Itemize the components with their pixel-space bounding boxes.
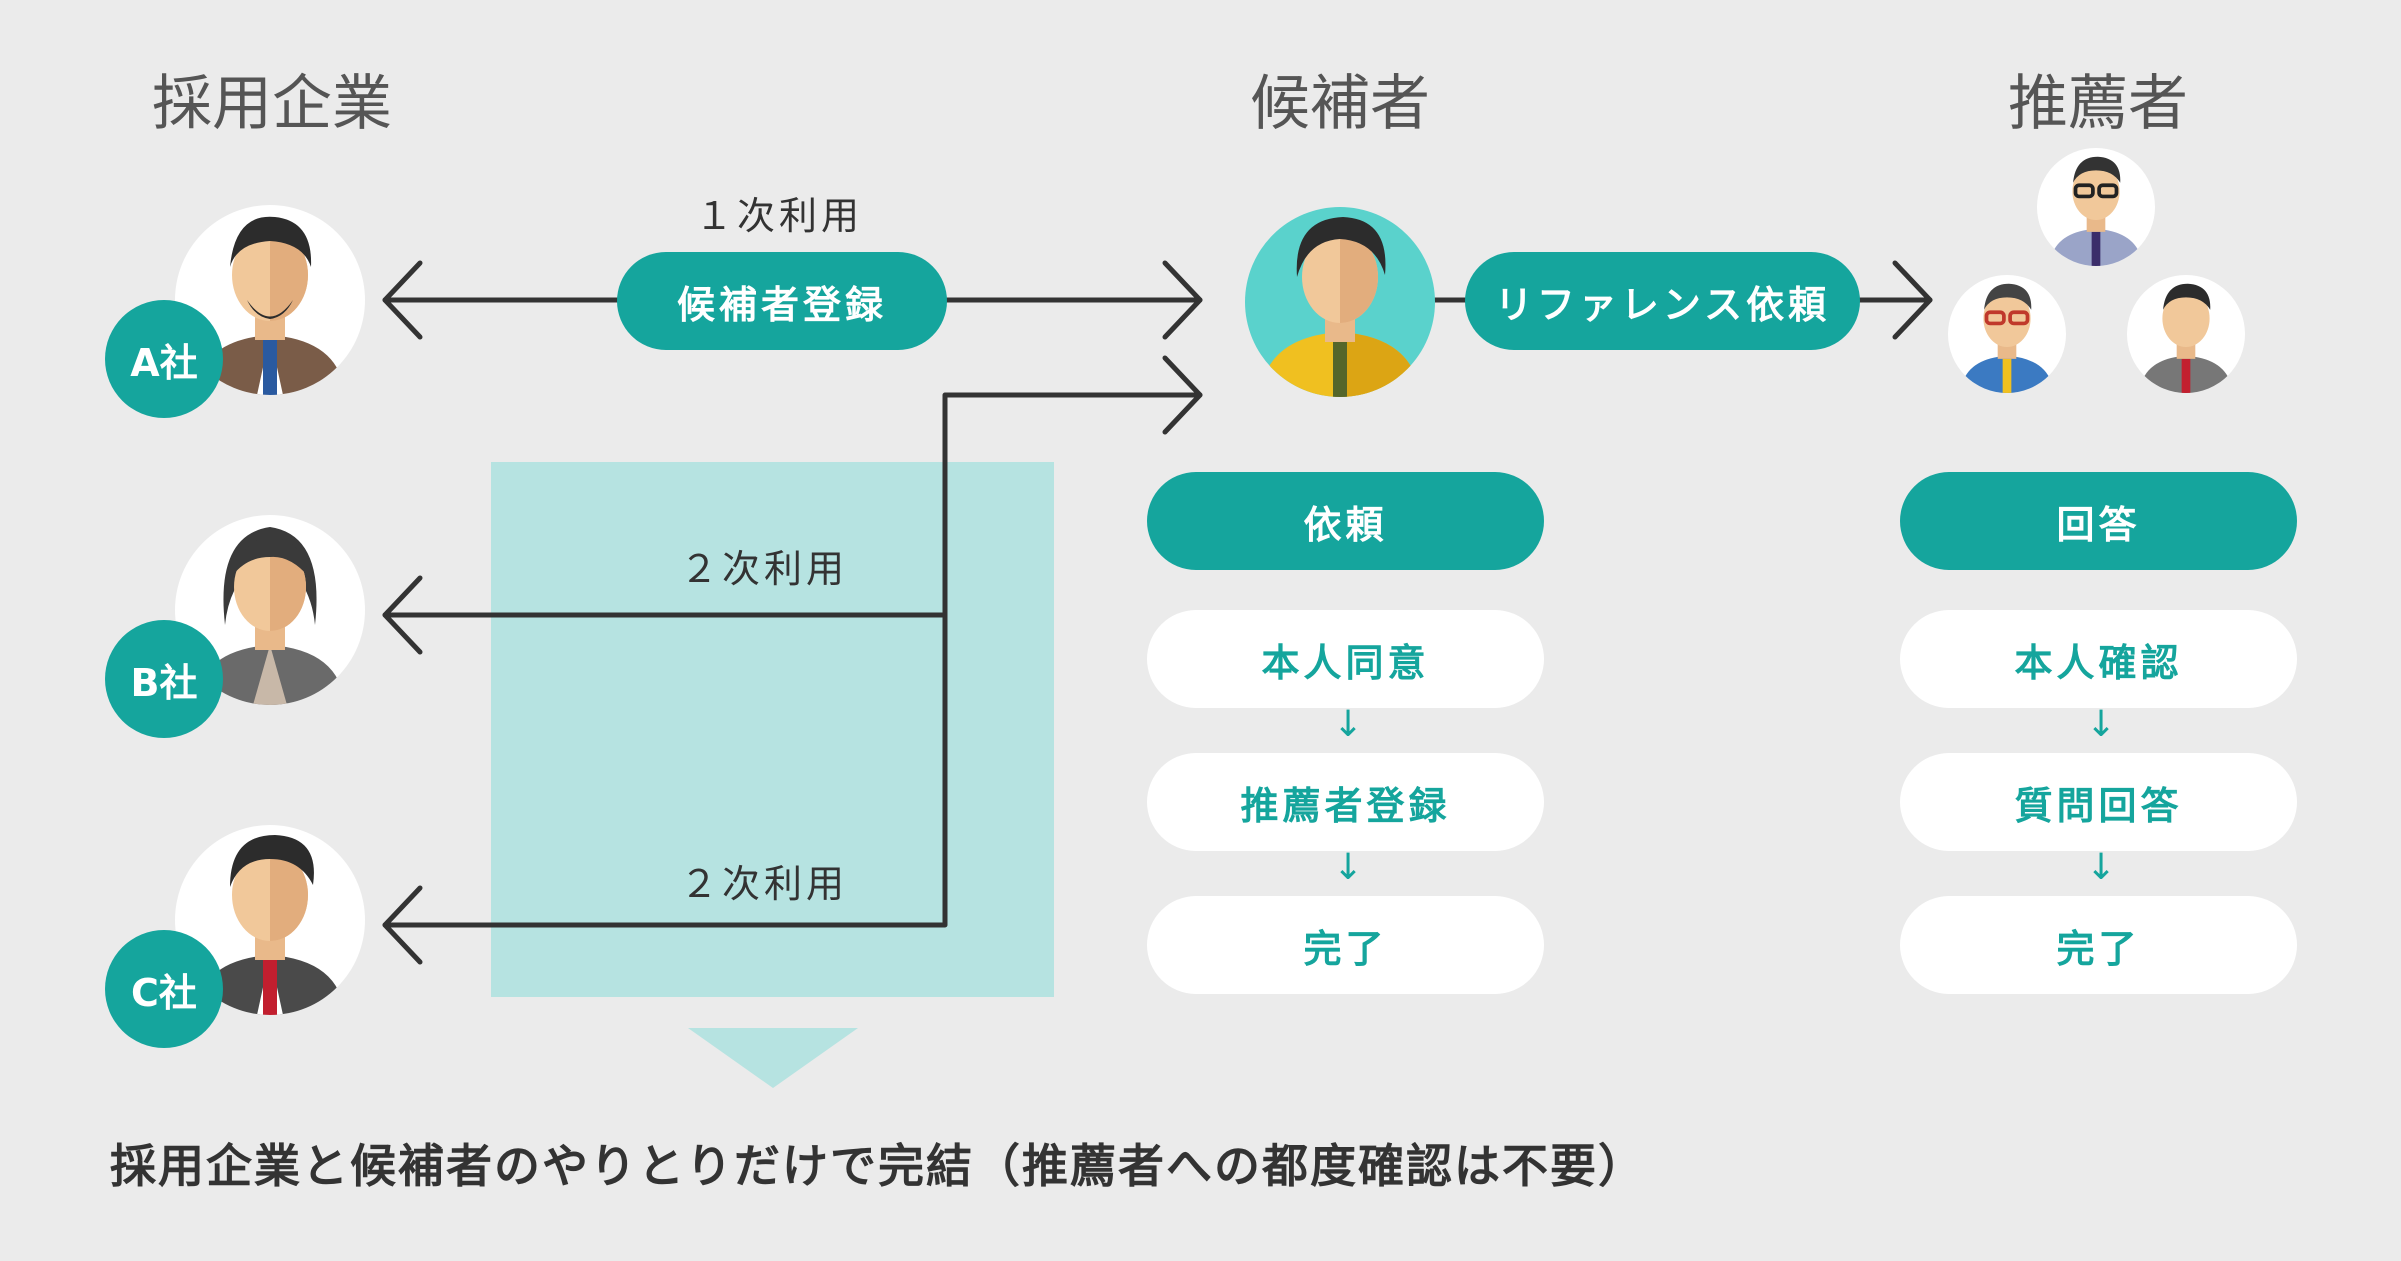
- candidate-step-consent: 本人同意: [1147, 610, 1544, 708]
- candidate-step-complete: 完了: [1147, 896, 1544, 994]
- company-c-badge: C社: [105, 930, 223, 1048]
- candidate-step-arrow-1: ↓: [1333, 704, 1364, 745]
- company-b-avatar: [175, 515, 365, 705]
- referrer-step-identity: 本人確認: [1900, 610, 2297, 708]
- company-a-avatar: [175, 205, 365, 395]
- referrer-step-complete: 完了: [1900, 896, 2297, 994]
- referrer-avatar-left: [1948, 275, 2066, 393]
- secondary-use-label-c: ２次利用: [680, 862, 849, 906]
- referrer-avatar-top: [2037, 148, 2155, 266]
- referrer-step-arrow-2: ↓: [2086, 847, 2117, 888]
- candidate-step-arrow-2: ↓: [1333, 847, 1364, 888]
- company-c-avatar: [175, 825, 365, 1015]
- company-b-badge: B社: [105, 620, 223, 738]
- reference-request-pill: リファレンス依頼: [1465, 252, 1860, 350]
- column-title-candidate: 候補者: [1250, 69, 1430, 139]
- column-title-referrer: 推薦者: [2008, 69, 2188, 139]
- candidate-request-header: 依頼: [1147, 472, 1544, 570]
- referrer-avatar-right: [2127, 275, 2245, 393]
- candidate-avatar: [1245, 207, 1435, 397]
- secondary-use-highlight: [491, 462, 1054, 997]
- referrer-step-arrow-1: ↓: [2086, 704, 2117, 745]
- secondary-use-label-b: ２次利用: [680, 547, 849, 591]
- company-a-badge: A社: [105, 300, 223, 418]
- candidate-step-register-referrer: 推薦者登録: [1147, 753, 1544, 851]
- referrer-step-answer: 質問回答: [1900, 753, 2297, 851]
- summary-caption: 採用企業と候補者のやりとりだけで完結（推薦者への都度確認は不要）: [110, 1139, 1646, 1193]
- referrer-answer-header: 回答: [1900, 472, 2297, 570]
- candidate-registration-pill: 候補者登録: [617, 252, 947, 350]
- column-title-company: 採用企業: [152, 69, 392, 139]
- primary-use-label: １次利用: [695, 194, 864, 238]
